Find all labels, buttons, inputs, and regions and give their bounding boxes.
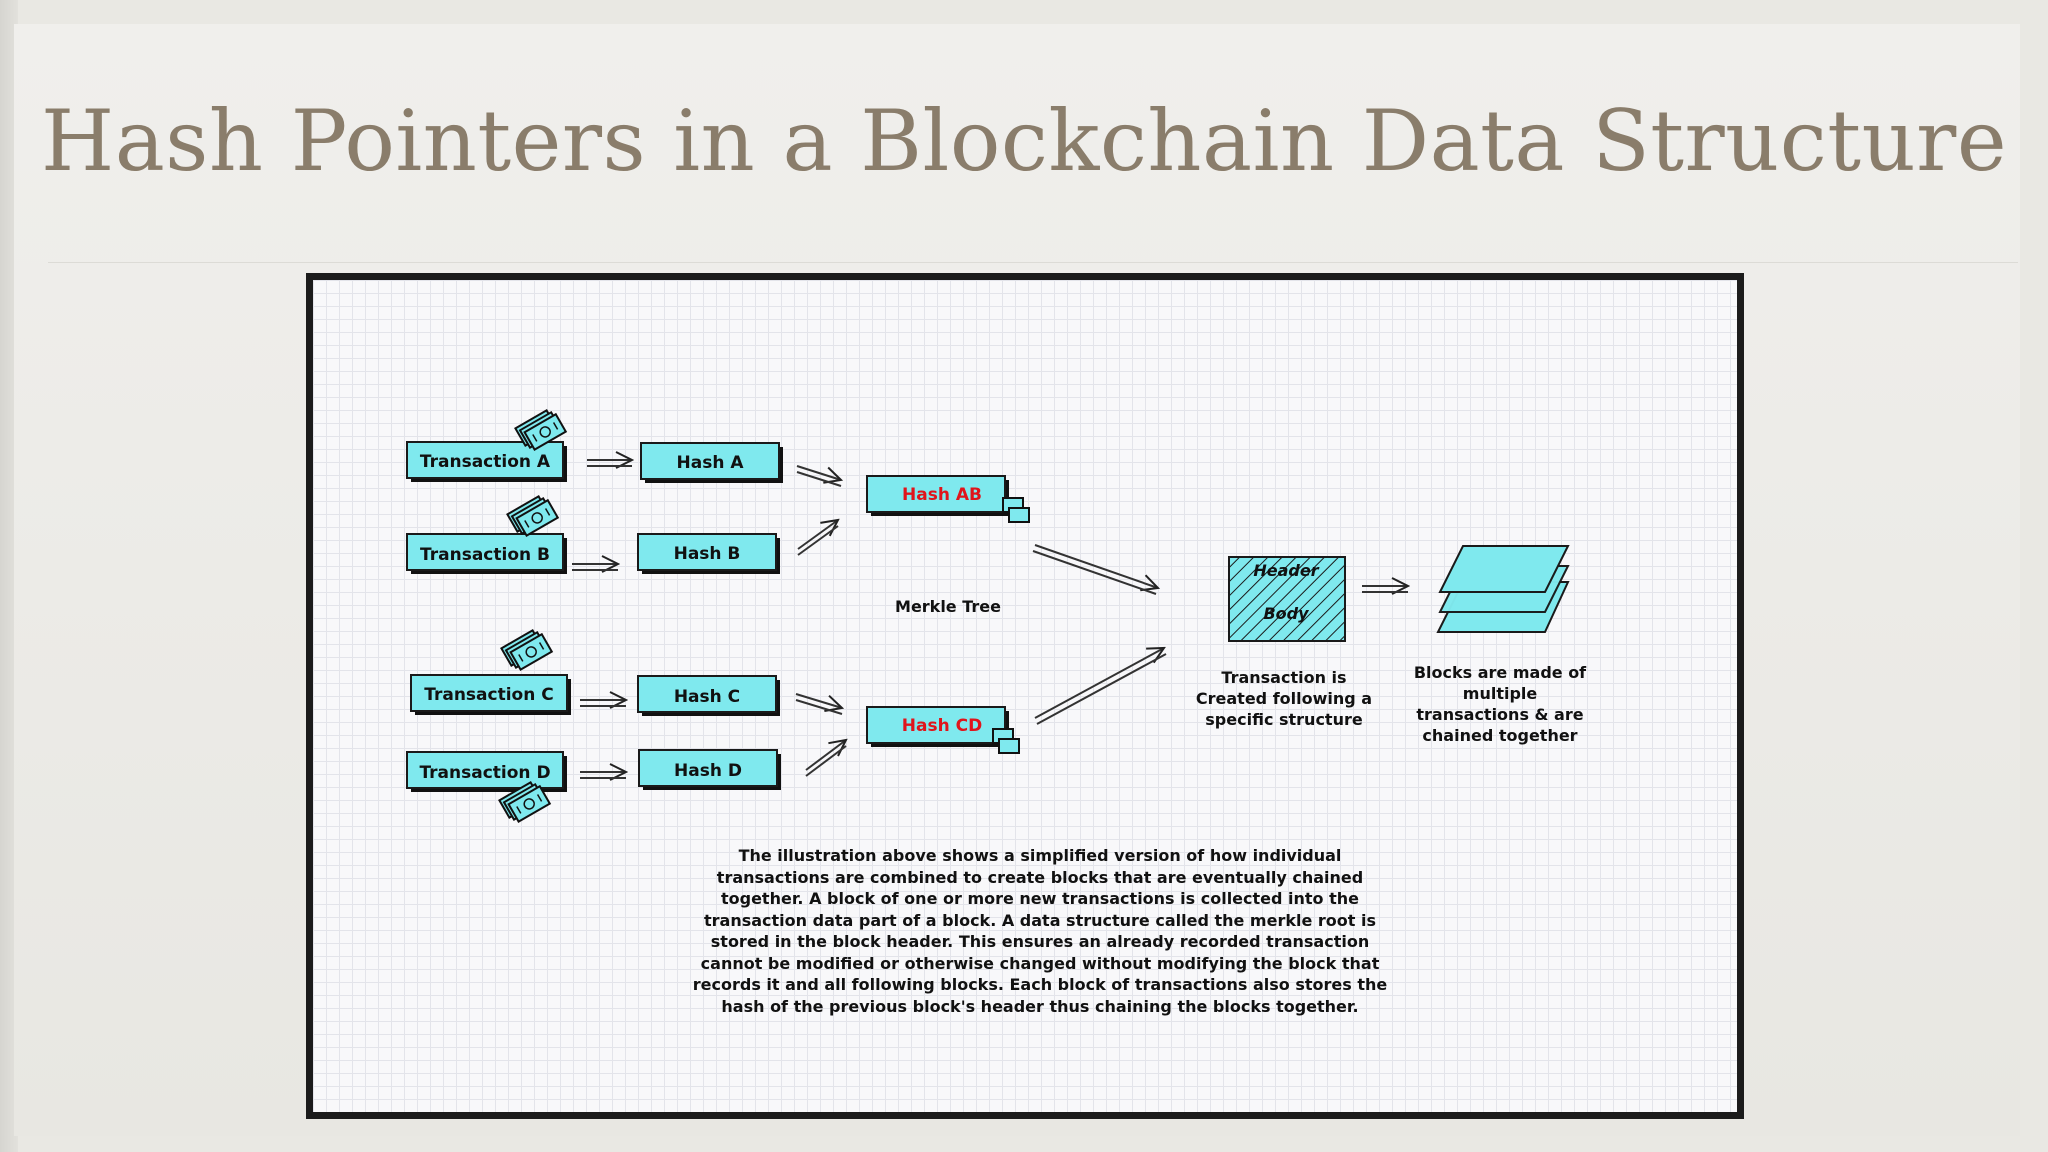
block-icon: Header Body (1228, 556, 1346, 642)
stacked-boxes-icon (1002, 497, 1030, 523)
block-caption: Transaction is Created following a speci… (1196, 668, 1372, 729)
block-header-label: Header (1253, 561, 1319, 580)
hash-a-box: Hash A (640, 442, 783, 483)
transaction-d-box: Transaction D (406, 751, 567, 792)
arrow-right-icon (1362, 586, 1408, 592)
hash-ab-box: Hash AB (866, 475, 1009, 516)
arrow-diagonal-icon (797, 520, 838, 556)
arrow-right-icon (572, 564, 618, 570)
arrow-to-block-icon (1032, 544, 1158, 595)
arrows (572, 460, 1408, 778)
transaction-c-label: Transaction C (424, 685, 553, 705)
arrow-diagonal-icon (795, 693, 842, 715)
svg-text:multiple: multiple (1463, 684, 1538, 703)
transaction-a-label: Transaction A (420, 452, 551, 472)
money-icon (506, 492, 559, 540)
svg-text:specific structure: specific structure (1205, 710, 1363, 729)
hash-c-label: Hash C (674, 687, 740, 707)
hash-d-label: Hash D (674, 761, 742, 781)
svg-text:chained together: chained together (1422, 726, 1577, 745)
hash-d-box: Hash D (638, 749, 781, 790)
transaction-b-box: Transaction B (406, 533, 567, 574)
arrow-right-icon (580, 700, 626, 706)
slide-left-edge (0, 0, 18, 1152)
block-body-label: Body (1263, 604, 1309, 623)
arrow-diagonal-icon (796, 465, 841, 487)
svg-text:Blocks are made of: Blocks are made of (1414, 663, 1587, 682)
svg-text:Transaction is: Transaction is (1221, 668, 1346, 687)
slide-title: Hash Pointers in a Blockchain Data Struc… (40, 92, 2008, 190)
title-divider (48, 262, 2018, 263)
money-icon (500, 626, 553, 674)
merkle-tree-label: Merkle Tree (895, 597, 1001, 616)
hash-b-label: Hash B (674, 544, 741, 564)
hash-b-box: Hash B (637, 533, 780, 574)
stacked-blocks-icon (1436, 545, 1570, 633)
hash-a-label: Hash A (677, 453, 745, 473)
svg-text:transactions & are: transactions & are (1416, 705, 1583, 724)
hash-ab-label: Hash AB (902, 485, 982, 505)
transaction-b-label: Transaction B (420, 545, 550, 565)
hash-cd-box: Hash CD (866, 706, 1009, 747)
transaction-c-box: Transaction C (410, 674, 571, 715)
transaction-a-box: Transaction A (406, 441, 567, 482)
chain-caption: Blocks are made of multiple transactions… (1414, 663, 1587, 745)
arrow-to-block-icon (1034, 648, 1167, 725)
arrow-diagonal-icon (805, 740, 846, 777)
svg-text:Created following a: Created following a (1196, 689, 1372, 708)
hash-cd-label: Hash CD (902, 716, 982, 736)
arrow-right-icon (587, 460, 632, 466)
stacked-boxes-icon (992, 728, 1020, 754)
arrow-right-icon (580, 772, 626, 778)
transaction-d-label: Transaction D (419, 763, 550, 783)
description-paragraph: The illustration above shows a simplifie… (692, 846, 1388, 1016)
hash-c-box: Hash C (637, 675, 780, 716)
